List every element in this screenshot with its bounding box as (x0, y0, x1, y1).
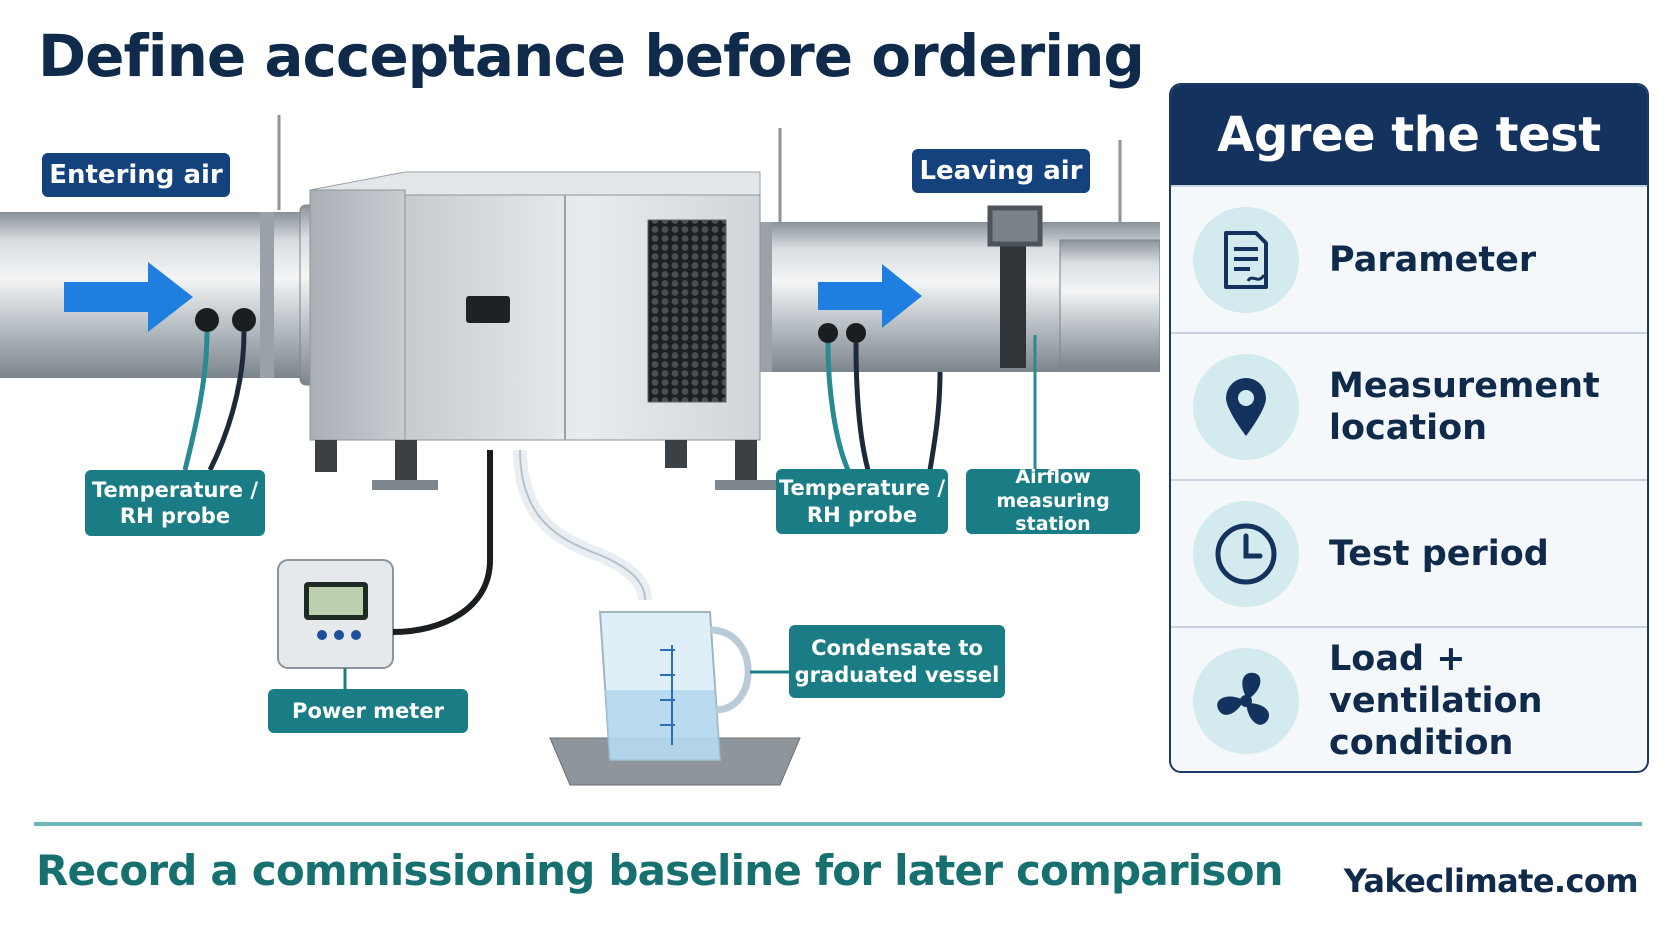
power-meter-device (277, 450, 493, 690)
document-icon (1224, 230, 1268, 289)
footer-caption: Record a commissioning baseline for late… (36, 846, 1284, 895)
leaving-air-label: Leaving air (912, 149, 1090, 193)
condensate-vessel (513, 449, 801, 786)
panel-item-label: Test period (1329, 533, 1549, 574)
equipment-illustration (0, 115, 1160, 786)
airflow-station-label: Airflow measuring station (966, 466, 1140, 535)
condensate-label: Condensate to graduated vessel (789, 625, 1005, 698)
power-meter-label: Power meter (268, 689, 468, 733)
clock-icon (1215, 523, 1277, 584)
panel-item-parameter: Parameter (1171, 185, 1647, 332)
page-title: Define acceptance before ordering (38, 22, 1145, 90)
location-pin-icon (1226, 377, 1266, 436)
panel-item-label: Load + ventilation condition (1329, 638, 1543, 763)
panel-item-period: Test period (1171, 479, 1647, 626)
leaving-arrow (818, 264, 922, 328)
probe-left-label: Temperature / RH probe (85, 470, 265, 536)
panel-item-location: Measurement location (1171, 332, 1647, 479)
divider (34, 822, 1642, 826)
fan-icon (1217, 672, 1269, 725)
entering-air-label: Entering air (42, 153, 230, 197)
probe-cables (182, 205, 1043, 472)
panel-item-load: Load + ventilation condition (1171, 626, 1647, 771)
leaving-duct (760, 222, 1160, 372)
dehumidifier-unit (309, 171, 777, 490)
site-url: Yakeclimate.com (1343, 862, 1639, 900)
panel-item-label: Parameter (1329, 239, 1537, 280)
probe-right-label: Temperature / RH probe (776, 469, 948, 534)
panel-heading: Agree the test (1171, 85, 1647, 185)
test-panel: Agree the test Parameter Measurement loc… (1169, 83, 1649, 773)
airflow-arrows (64, 262, 922, 332)
entering-arrow (64, 262, 193, 332)
panel-item-label: Measurement location (1329, 365, 1600, 448)
